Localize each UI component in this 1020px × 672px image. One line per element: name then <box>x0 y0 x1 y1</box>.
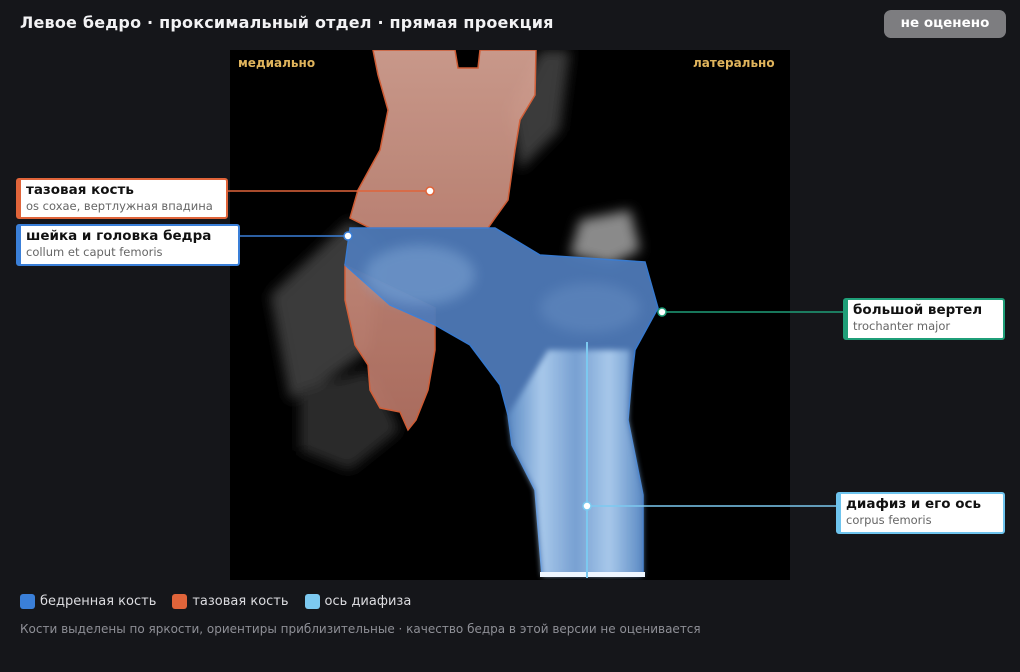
callout-femoral-neck[interactable]: шейка и головка бедра collum et caput fe… <box>16 224 240 266</box>
assessment-status-badge[interactable]: не оценено <box>884 10 1006 38</box>
footnote: Кости выделены по яркости, ориентиры при… <box>20 622 701 636</box>
legend-swatch <box>20 594 35 609</box>
legend-label: бедренная кость <box>40 594 157 609</box>
legend-swatch <box>304 594 320 609</box>
legend-item-shaft-axis: ось диафиза <box>304 594 412 609</box>
legend-label: ось диафиза <box>324 594 412 609</box>
callout-femoral-shaft[interactable]: диафиз и его ось corpus femoris <box>836 492 1005 534</box>
xray-viewer[interactable] <box>230 50 790 580</box>
legend-item-femur: бедренная кость <box>20 594 156 609</box>
callout-greater-trochanter[interactable]: большой вертел trochanter major <box>843 298 1005 340</box>
legend-item-pelvis: тазовая кость <box>172 594 289 609</box>
page-title: Левое бедро · проксимальный отдел · прям… <box>20 13 554 32</box>
femur-region <box>344 227 659 577</box>
callout-title: тазовая кость <box>26 182 134 198</box>
orientation-medial-label: медиально <box>238 56 316 70</box>
callout-subtitle: collum et caput femoris <box>26 245 163 259</box>
legend: бедренная кость тазовая кость ось диафиз… <box>20 594 427 609</box>
callout-pelvis[interactable]: тазовая кость os coxae, вертлужная впади… <box>16 178 228 219</box>
callout-title: большой вертел <box>853 302 983 318</box>
orientation-lateral-label: латерально <box>693 56 775 70</box>
legend-label: тазовая кость <box>192 594 289 609</box>
callout-subtitle: corpus femoris <box>846 513 932 527</box>
legend-swatch <box>172 594 188 609</box>
callout-subtitle: os coxae, вертлужная впадина <box>26 199 213 213</box>
xray-image <box>270 50 659 577</box>
callout-subtitle: trochanter major <box>853 319 951 333</box>
callout-title: шейка и головка бедра <box>26 228 212 244</box>
callout-title: диафиз и его ось <box>846 496 982 512</box>
pelvis-region <box>344 50 537 432</box>
